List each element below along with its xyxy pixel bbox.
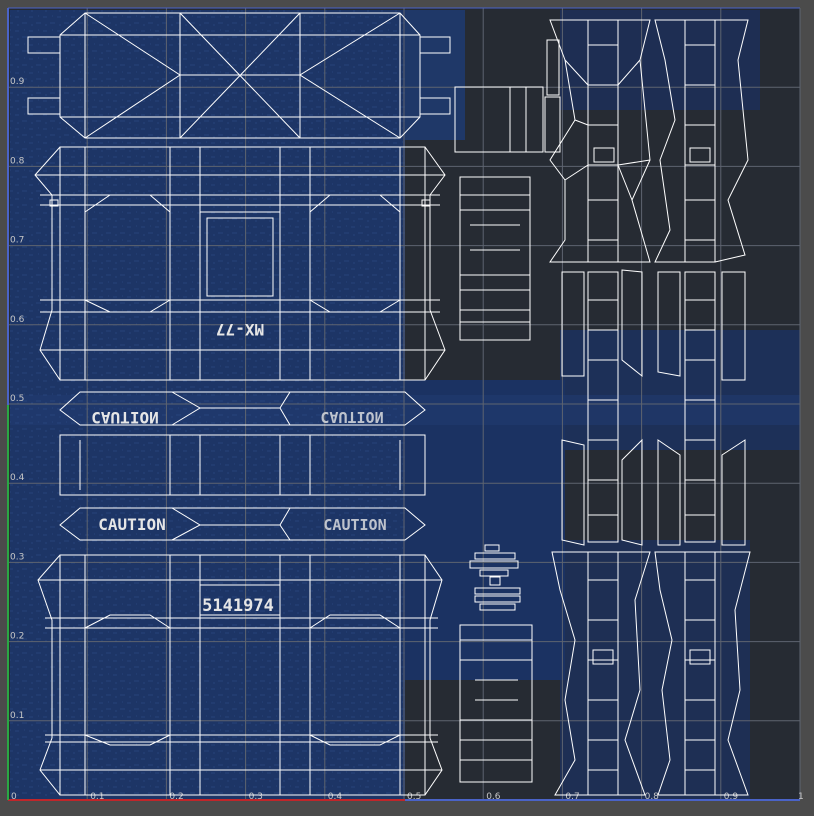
stencil-mx-code: MX-77 — [216, 320, 264, 339]
stencil-caution-right: CAUTION — [323, 516, 386, 534]
uv-island-top-cap[interactable] — [27, 12, 451, 139]
u-tick-label: 0.5 — [407, 792, 421, 802]
v-tick-label: 0.6 — [10, 315, 25, 325]
v-tick-label: 0.9 — [10, 77, 25, 87]
u-tick-label: 0.2 — [169, 792, 183, 802]
uv-island-caution-strip-mirrored[interactable] — [59, 391, 426, 426]
u-tick-label: 0.8 — [645, 792, 660, 802]
uv-island-upper-body[interactable] — [34, 146, 446, 381]
v-tick-label: 0.7 — [10, 236, 24, 246]
v-tick-label: 0.4 — [10, 473, 25, 483]
stencil-caution-mirrored: CAUTION — [91, 408, 158, 427]
uv-island-leg-middle[interactable] — [561, 269, 746, 546]
uv-island-small-cluster[interactable] — [469, 544, 521, 611]
v-tick-label: 0.1 — [10, 711, 24, 721]
uv-islands[interactable] — [27, 12, 751, 796]
v-tick-label: 0.3 — [10, 552, 24, 562]
uv-island-leg-bottom-left[interactable] — [551, 551, 651, 796]
uv-island-vertical-strip-lower[interactable] — [459, 624, 533, 783]
stencil-serial: 5141974 — [202, 596, 274, 616]
uv-island-leg-top-right[interactable] — [654, 19, 749, 263]
uv-island-leg-top-left[interactable] — [549, 19, 651, 263]
v-axis-ticks: 0.1 0.2 0.3 0.4 0.5 0.6 0.7 0.8 0.9 — [10, 77, 25, 721]
u-axis-ticks: 0 0.1 0.2 0.3 0.4 0.5 0.6 0.7 0.8 0.9 1 — [11, 792, 804, 802]
v-tick-label: 0.2 — [10, 632, 24, 642]
stencil-caution: CAUTION — [98, 515, 165, 534]
uv-island-caution-strip[interactable] — [59, 507, 426, 541]
uv-island-middle-band[interactable] — [59, 434, 426, 496]
uv-island-leg-bottom-right[interactable] — [654, 551, 751, 796]
u-tick-label: 0.6 — [486, 792, 501, 802]
v-tick-label: 0.8 — [10, 156, 25, 166]
u-tick-label: 0.9 — [724, 792, 739, 802]
texture-stencils: MX-77 CAUTION CAUTION CAUTION CAUTION 51… — [91, 320, 386, 616]
v-tick-label: 0.5 — [10, 394, 24, 404]
uv-island-lower-body[interactable] — [37, 554, 443, 796]
stencil-caution-mirrored-right: CAUTION — [320, 408, 383, 426]
texture-image — [10, 10, 800, 800]
u-tick-label: 0.3 — [249, 792, 263, 802]
uv-island-vertical-strip-upper[interactable] — [459, 176, 531, 341]
uv-island-small-panels[interactable] — [454, 39, 561, 153]
u-tick-label: 1 — [798, 792, 804, 802]
u-tick-label: 0.4 — [328, 792, 343, 802]
u-tick-label: 0.1 — [90, 792, 104, 802]
u-tick-label: 0 — [11, 792, 17, 802]
u-tick-label: 0.7 — [565, 792, 579, 802]
uv-grid — [8, 8, 800, 800]
